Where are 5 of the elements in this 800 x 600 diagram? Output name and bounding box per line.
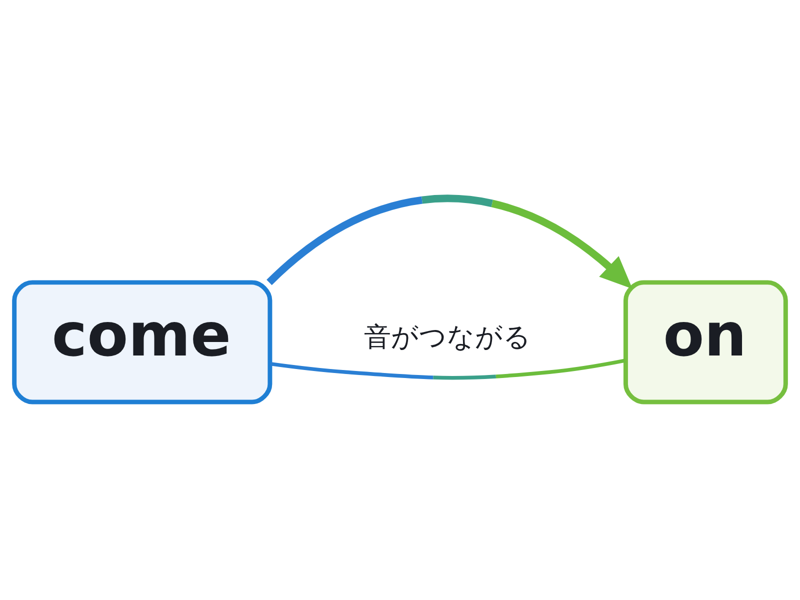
- arrow: [266, 194, 632, 289]
- node-box: come: [12, 280, 272, 404]
- edge-label: 音がつながる: [364, 322, 532, 353]
- node-box: on: [623, 280, 788, 404]
- connector: [270, 358, 626, 380]
